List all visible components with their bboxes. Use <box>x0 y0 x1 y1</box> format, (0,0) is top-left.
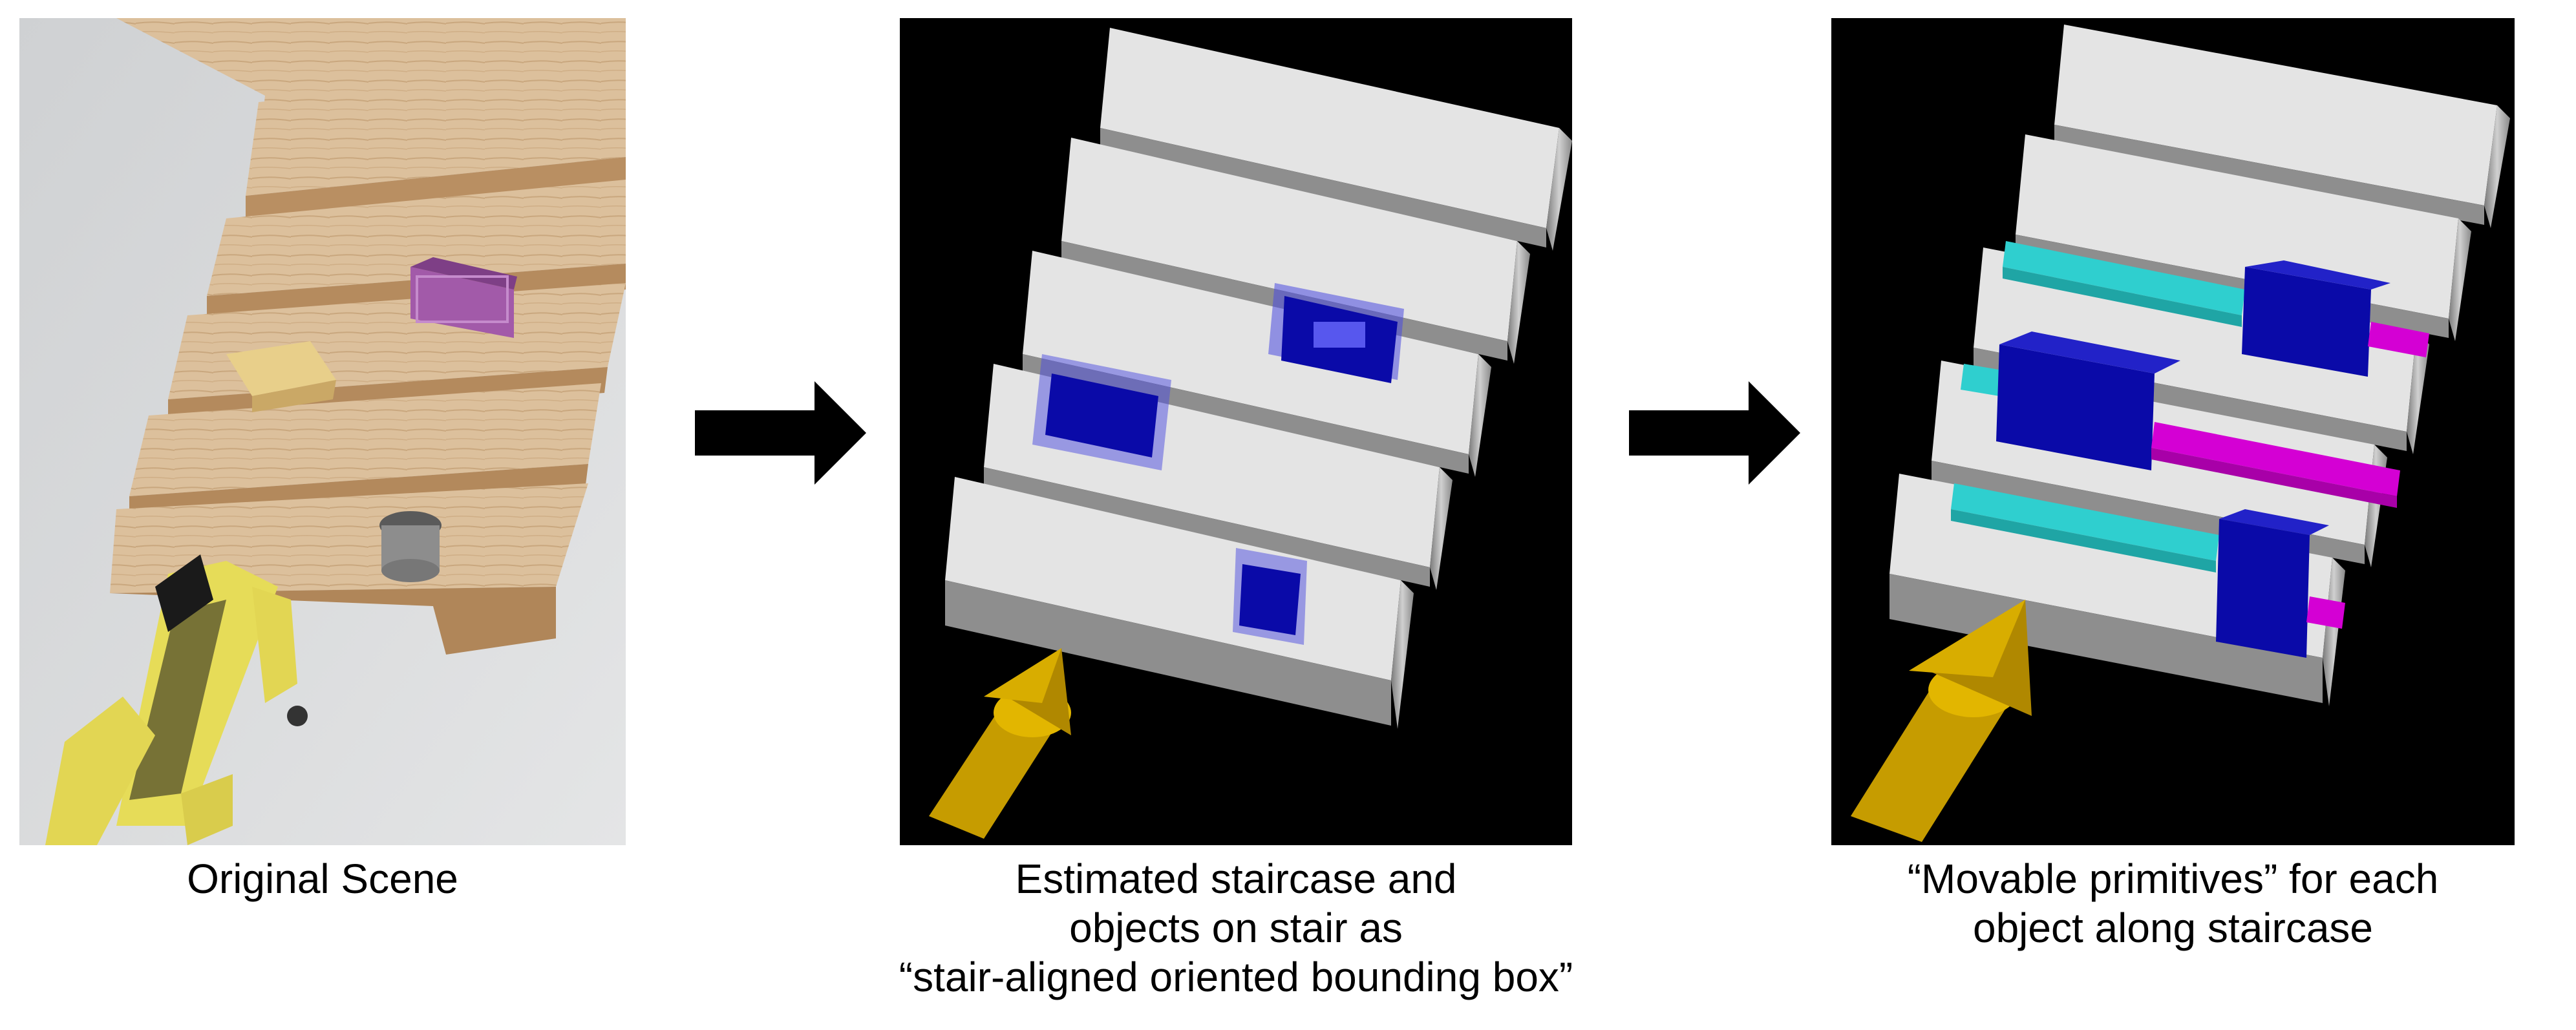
right-arrow-icon <box>695 381 866 485</box>
bounding-box-cup <box>1233 548 1307 645</box>
caption-bounding-boxes: Estimated staircase and objects on stair… <box>835 854 1637 1002</box>
bounding-box-visualization <box>900 18 1572 845</box>
primitive-cup-positive <box>2306 596 2345 629</box>
robot-pose-arrow <box>1851 600 2032 842</box>
caption-line: object along staircase <box>1972 905 2374 951</box>
robot-dog <box>45 554 308 845</box>
primitive-sponge-positive <box>2151 422 2400 508</box>
sponge-block <box>226 341 336 412</box>
bounding-box-sponge <box>1032 354 1171 470</box>
primitive-bin-box <box>2242 260 2390 377</box>
primitive-sponge-box <box>1996 331 2180 470</box>
original-scene-illustration <box>19 18 626 845</box>
caption-line: Original Scene <box>187 856 458 902</box>
estimated-staircase-render <box>929 28 1572 839</box>
caption-original-scene: Original Scene <box>19 854 626 903</box>
primitive-cup-negative <box>1951 483 2219 573</box>
primitive-bin-negative <box>2003 241 2245 327</box>
primitive-cup-box <box>2216 509 2329 658</box>
movable-primitives-render <box>1851 25 2510 842</box>
primitive-bin-positive <box>2368 322 2429 357</box>
right-arrow-icon <box>1629 381 1800 485</box>
caption-movable-primitives: “Movable primitives” for each object alo… <box>1767 854 2576 952</box>
caption-line: “stair-aligned oriented bounding box” <box>899 954 1573 1000</box>
primitive-sponge-negative <box>1961 364 2003 396</box>
caption-line: “Movable primitives” for each <box>1907 856 2439 902</box>
movable-primitives-visualization <box>1831 18 2515 845</box>
original-scene-image <box>19 18 626 845</box>
bounding-box-bin <box>1268 283 1404 383</box>
purple-bin <box>410 257 517 338</box>
caption-line: Estimated staircase and <box>1015 856 1457 902</box>
caption-line: objects on stair as <box>1069 905 1403 951</box>
grey-cup <box>379 511 442 582</box>
robot-pose-arrow <box>929 648 1071 839</box>
estimated-staircase <box>1889 25 2510 706</box>
